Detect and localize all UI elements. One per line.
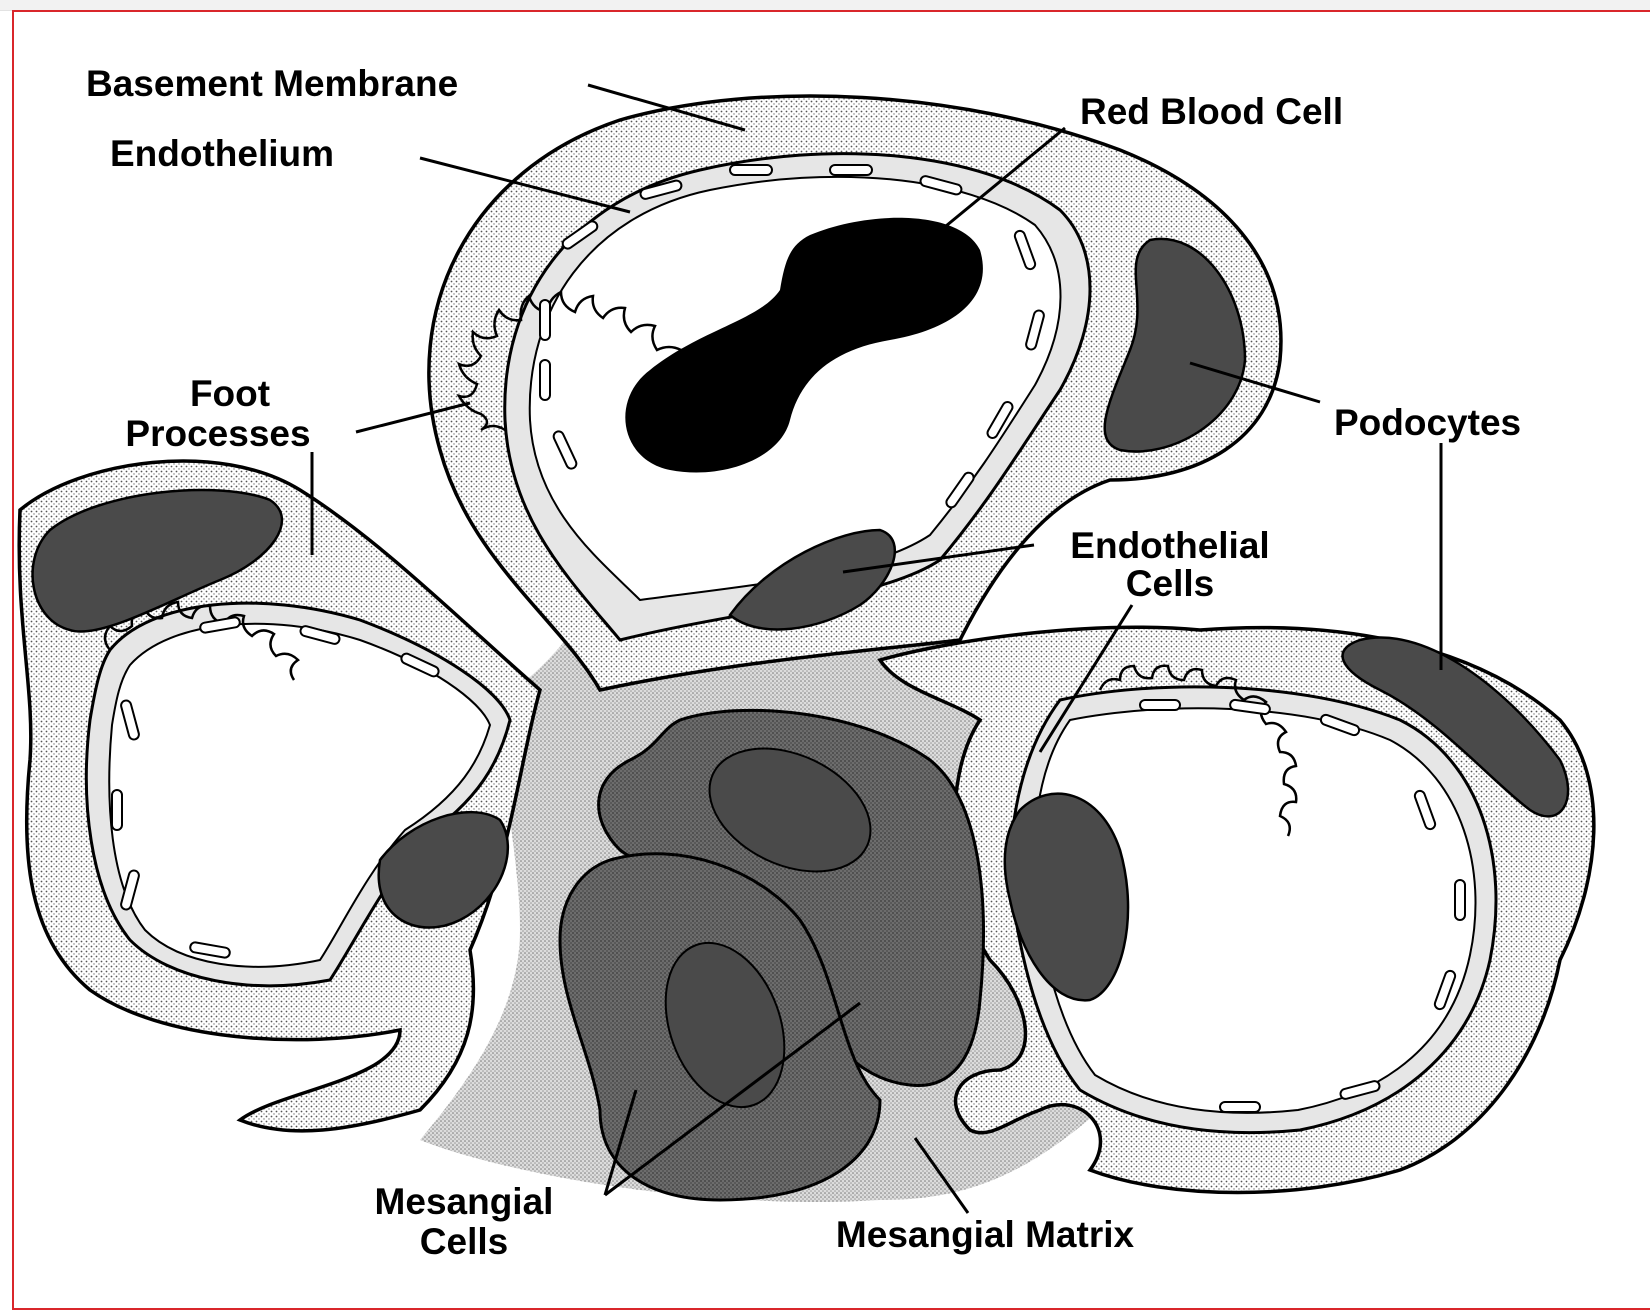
label-podocytes: Podocytes xyxy=(1334,402,1521,443)
label-endothelium: Endothelium xyxy=(110,133,334,174)
label-mesangial-cells-line1: Mesangial xyxy=(375,1181,554,1222)
label-mesangial-cells-line2: Cells xyxy=(420,1221,508,1262)
label-foot-processes-line2: Processes xyxy=(125,413,310,454)
label-mesangial-matrix: Mesangial Matrix xyxy=(836,1214,1135,1255)
label-basement-membrane: Basement Membrane xyxy=(86,63,458,104)
label-foot-processes-line1: Foot xyxy=(190,373,270,414)
left-capillary-loop xyxy=(19,461,540,1131)
label-red-blood-cell: Red Blood Cell xyxy=(1080,91,1343,132)
label-endothelial-cells-line2: Cells xyxy=(1126,563,1214,604)
label-endothelial-cells-line1: Endothelial xyxy=(1070,525,1269,566)
right-capillary-loop xyxy=(880,627,1594,1192)
